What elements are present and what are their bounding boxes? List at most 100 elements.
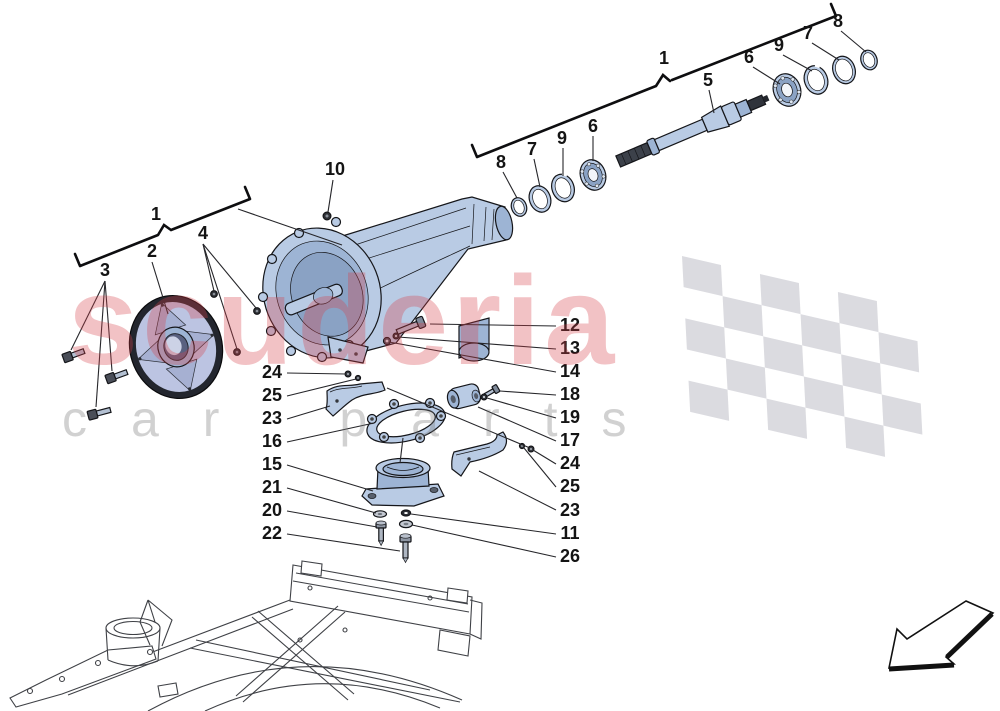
checkered-flag-watermark: [682, 256, 923, 457]
leader-line: [840, 30, 867, 53]
leader-line: [286, 378, 357, 397]
leader-line: [708, 89, 715, 114]
leader-line: [286, 510, 378, 528]
leader-line: [202, 243, 257, 309]
leader-line: [811, 42, 840, 61]
leader-line: [533, 158, 541, 188]
strap-bracket-right: [451, 431, 535, 477]
flag-cell: [725, 358, 767, 399]
part-number-label: 8: [833, 11, 843, 31]
direction-arrow: [888, 600, 995, 672]
part-number-label: 15: [262, 454, 282, 474]
leader-line: [104, 280, 113, 372]
part-number-label: 9: [557, 128, 567, 148]
group-bracket-left: [73, 185, 252, 268]
flag-cell: [803, 376, 845, 417]
flag-cell: [837, 291, 879, 333]
cover-screws: [61, 347, 129, 421]
part-number-label: 4: [198, 223, 208, 243]
clamp-ring: [366, 397, 447, 444]
leader-line: [70, 280, 106, 351]
part-number-label: 24: [262, 362, 282, 382]
part-number-label: 7: [803, 23, 813, 43]
part-number-label: 1: [659, 48, 669, 68]
leader-line: [411, 524, 557, 558]
spacer-block: [446, 383, 501, 410]
group-bracket-right: [470, 2, 838, 159]
flag-cell: [722, 296, 764, 337]
chassis-sketch: [9, 560, 483, 711]
leader-line: [397, 336, 557, 350]
part-number-label: 2: [147, 241, 157, 261]
leader-line: [286, 372, 347, 375]
leader-line: [429, 323, 557, 327]
leader-line: [286, 464, 374, 492]
flag-cell: [841, 354, 882, 395]
leader-line: [237, 208, 343, 246]
leader-line: [286, 422, 375, 443]
part-number-label: 22: [262, 523, 282, 543]
part-number-label: 9: [774, 35, 784, 55]
part-number-label: 25: [560, 476, 580, 496]
housing-nuts: [210, 211, 332, 356]
part-number-label: 24: [560, 453, 580, 473]
bearing-left: [579, 159, 607, 191]
part-number-label: 1: [151, 204, 161, 224]
leader-line: [523, 447, 557, 488]
callout-layer: 1234101569788796121314181917242523112624…: [70, 11, 867, 566]
leader-line: [410, 513, 557, 535]
flag-cell: [759, 273, 801, 315]
leader-line: [327, 179, 334, 213]
part-number-label: 6: [588, 116, 598, 136]
part-number-label: 3: [100, 260, 110, 280]
bearing-right: [772, 73, 802, 107]
part-number-label: 19: [560, 407, 580, 427]
leader-line: [532, 449, 557, 465]
leader-line: [95, 280, 106, 408]
part-number-label: 21: [262, 477, 282, 497]
cover-plate: [128, 294, 224, 400]
part-number-label: 8: [496, 152, 506, 172]
leader-line: [478, 470, 557, 511]
leader-line: [202, 243, 238, 350]
shaft-rings: [510, 49, 878, 217]
part-number-label: 26: [560, 546, 580, 566]
leader-line: [388, 341, 557, 373]
part-number-label: 20: [262, 500, 282, 520]
leader-line: [386, 387, 531, 449]
part-number-label: 18: [560, 384, 580, 404]
flag-cell: [844, 416, 886, 457]
part-number-label: 13: [560, 338, 580, 358]
leader-line: [499, 390, 557, 396]
output-shaft: [615, 94, 770, 168]
leader-line: [502, 171, 518, 199]
part-number-label: 7: [527, 139, 537, 159]
leader-line: [202, 243, 215, 292]
part-number-label: 11: [560, 523, 579, 543]
leader-line: [477, 406, 557, 442]
side-bolt-washers: [382, 315, 427, 346]
part-number-label: 6: [744, 47, 754, 67]
part-number-label: 16: [262, 431, 282, 451]
leader-line: [286, 487, 377, 514]
flag-cell: [682, 256, 723, 297]
strap-bracket-left: [325, 370, 386, 417]
part-number-label: 5: [703, 70, 713, 90]
leader-line: [486, 397, 557, 419]
leader-line: [151, 261, 169, 315]
part-number-label: 23: [262, 408, 282, 428]
part-number-label: 14: [560, 361, 580, 381]
assembly-line: [399, 437, 404, 464]
flag-cell: [800, 314, 842, 355]
part-number-label: 12: [560, 315, 580, 335]
part-number-label: 23: [560, 500, 580, 520]
leader-line: [286, 533, 401, 552]
leader-line: [752, 66, 781, 85]
flag-cell: [878, 332, 920, 373]
leader-line: [782, 54, 813, 72]
transmission-housing: [257, 196, 514, 364]
part-number-label: 25: [262, 385, 282, 405]
flag-cell: [763, 336, 804, 377]
